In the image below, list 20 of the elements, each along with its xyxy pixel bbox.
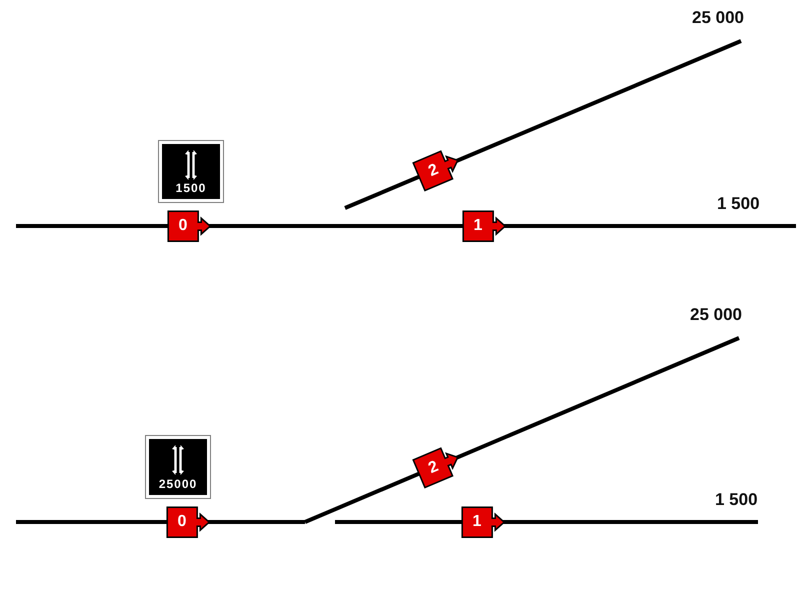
marker-number: 1 bbox=[472, 513, 482, 530]
marker-number: 2 bbox=[426, 161, 440, 181]
track-marker bbox=[460, 506, 506, 538]
track-marker bbox=[462, 210, 506, 242]
marker-number: 1 bbox=[474, 217, 482, 234]
track-marker bbox=[166, 210, 212, 242]
voltage-label: 25 000 bbox=[690, 305, 742, 324]
voltage-label: 1 500 bbox=[717, 194, 760, 213]
voltage-sign bbox=[145, 435, 211, 499]
marker-number: 2 bbox=[426, 458, 440, 478]
track-marker bbox=[412, 150, 460, 192]
sign-value: 25000 bbox=[158, 477, 198, 491]
voltage-sign bbox=[158, 140, 224, 203]
track-marker bbox=[166, 506, 210, 538]
voltage-label: 25 000 bbox=[692, 8, 744, 27]
sign-value: 1500 bbox=[176, 181, 206, 195]
marker-number: 0 bbox=[178, 217, 188, 234]
track-marker bbox=[412, 447, 460, 489]
voltage-label: 1 500 bbox=[715, 490, 758, 509]
marker-number: 0 bbox=[178, 513, 186, 530]
